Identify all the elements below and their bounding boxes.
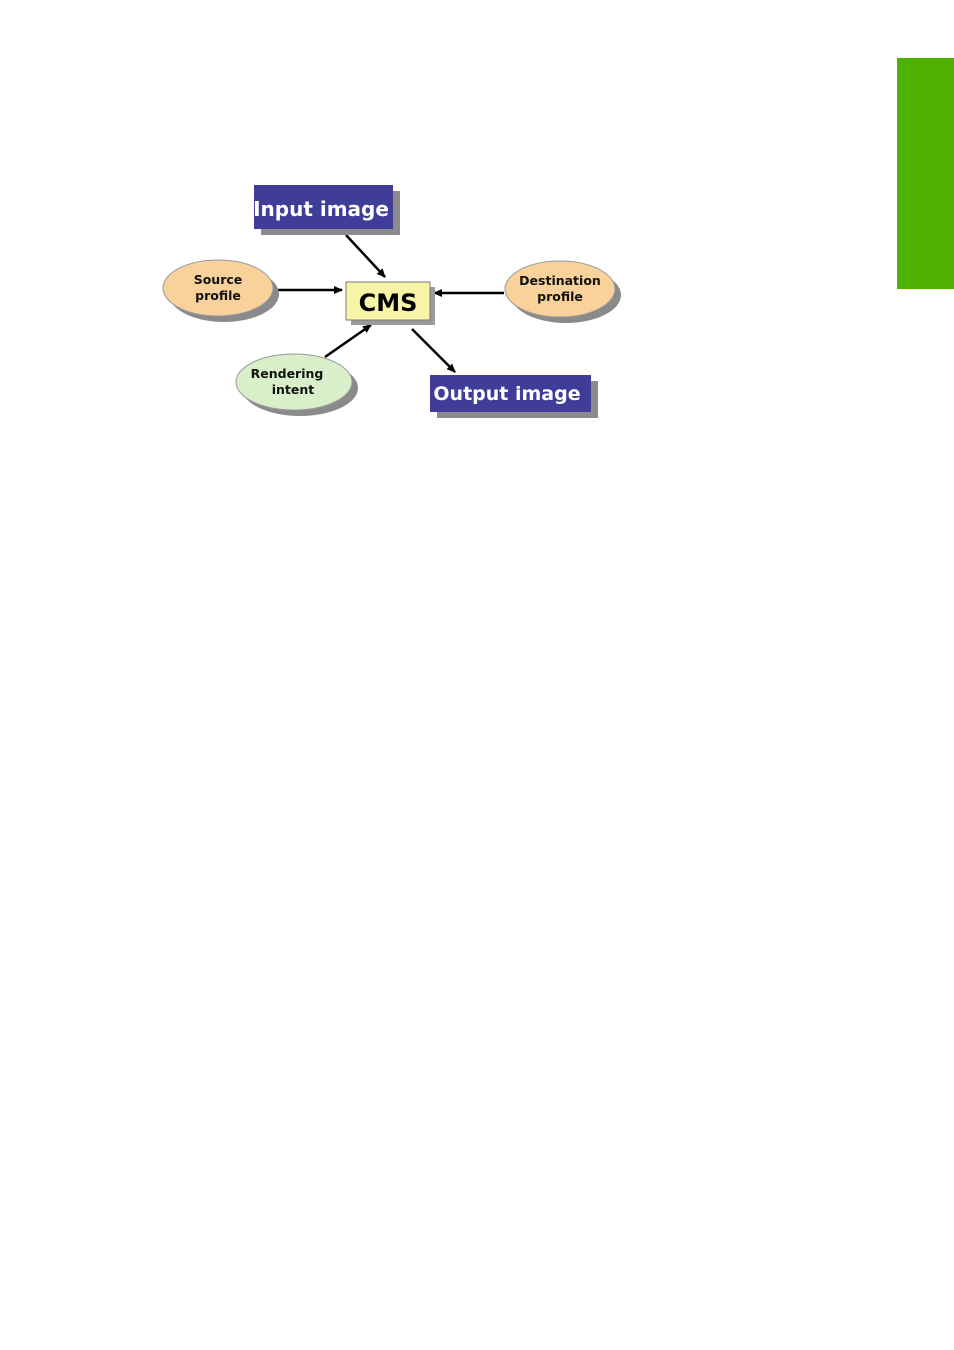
output-image-node: Output image bbox=[430, 375, 598, 418]
edge-rendering-to-cms bbox=[325, 325, 371, 357]
source-profile-node: Source profile bbox=[163, 260, 279, 322]
cms-label: CMS bbox=[359, 289, 418, 317]
destination-profile-line1: Destination bbox=[519, 273, 601, 288]
rendering-intent-line2: intent bbox=[272, 382, 315, 397]
rendering-intent-node: Rendering intent bbox=[236, 354, 358, 416]
edge-input-to-cms bbox=[346, 235, 385, 277]
source-profile-line1: Source bbox=[194, 272, 243, 287]
output-image-label: Output image bbox=[433, 383, 580, 405]
rendering-intent-line1: Rendering bbox=[251, 366, 324, 381]
cms-node: CMS bbox=[346, 282, 435, 325]
destination-profile-node: Destination profile bbox=[505, 261, 621, 323]
source-profile-line2: profile bbox=[195, 288, 241, 303]
edge-cms-to-output bbox=[412, 329, 455, 372]
destination-profile-line2: profile bbox=[537, 289, 583, 304]
input-image-label: Input image bbox=[253, 197, 389, 221]
input-image-node: Input image bbox=[253, 185, 400, 235]
